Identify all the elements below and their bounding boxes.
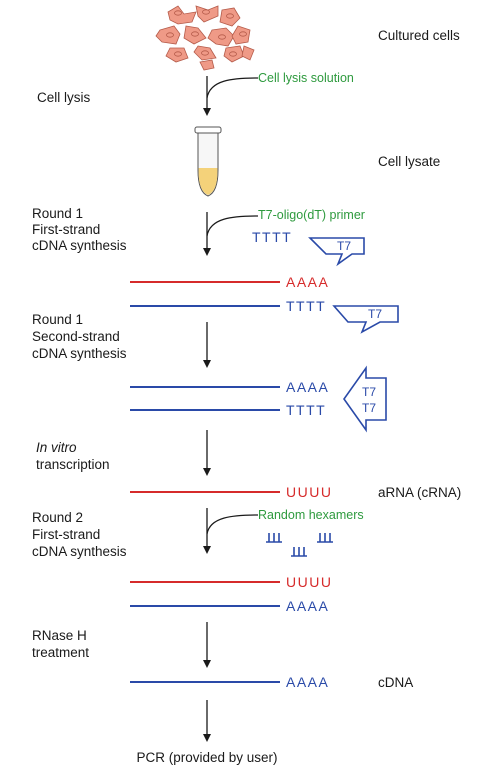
primer-tttt: TTTT — [252, 229, 292, 245]
label-round1-second-2: Second-strand — [32, 329, 120, 344]
first-strand-tttt: TTTT — [286, 298, 326, 314]
arna-poly-u: UUUU — [286, 574, 332, 590]
label-rnase-2: treatment — [32, 645, 89, 660]
reagent-t7-primer: T7-oligo(dT) primer — [258, 208, 365, 222]
label-cell-lysate: Cell lysate — [378, 154, 440, 169]
lysate-tube-icon — [194, 126, 222, 197]
t7-label-top: T7 — [362, 385, 376, 399]
label-arna: aRNA (cRNA) — [378, 485, 461, 500]
reagent-random-hexamers: Random hexamers — [258, 508, 364, 522]
reagent-cell-lysis-solution: Cell lysis solution — [258, 71, 354, 85]
t7-label: T7 — [368, 307, 382, 321]
round2-cdna-aaaa: AAAA — [286, 598, 329, 614]
label-cultured-cells: Cultured cells — [378, 28, 460, 43]
label-round2-first-3: cDNA synthesis — [32, 544, 127, 559]
second-strand-aaaa: AAAA — [286, 379, 329, 395]
final-cdna-aaaa: AAAA — [286, 674, 329, 690]
mrna-poly-a: AAAA — [286, 274, 329, 290]
label-round2-first-2: First-strand — [32, 527, 100, 542]
label-rnase-1: RNase H — [32, 628, 87, 643]
t7-label-bottom: T7 — [362, 401, 376, 415]
hexamer-icon — [266, 533, 333, 557]
label-cell-lysis: Cell lysis — [37, 90, 91, 105]
label-round1-first-1: Round 1 — [32, 206, 83, 221]
reagent-leader-curve — [206, 215, 259, 237]
reagent-leader-curve — [206, 77, 259, 99]
cultured-cells-icon — [155, 5, 255, 71]
double-t7-promoter — [343, 365, 387, 433]
label-round1-second-3: cDNA synthesis — [32, 346, 127, 361]
label-round2-first-1: Round 2 — [32, 510, 83, 525]
label-cdna: cDNA — [378, 675, 413, 690]
label-round1-second-1: Round 1 — [32, 312, 83, 327]
arna-poly-u: UUUU — [286, 484, 332, 500]
label-in-vitro: In vitro — [36, 440, 77, 455]
first-strand-tttt: TTTT — [286, 402, 326, 418]
label-round1-first-3: cDNA synthesis — [32, 238, 127, 253]
cell-nuclei — [166, 9, 247, 57]
label-round1-first-2: First-strand — [32, 222, 100, 237]
t7-promoter-flag — [308, 237, 365, 267]
t7-promoter-flag — [332, 305, 399, 334]
t7-label: T7 — [337, 239, 351, 253]
label-transcription: transcription — [36, 457, 110, 472]
reagent-leader-curve — [206, 514, 259, 535]
label-pcr: PCR (provided by user) — [136, 750, 277, 765]
